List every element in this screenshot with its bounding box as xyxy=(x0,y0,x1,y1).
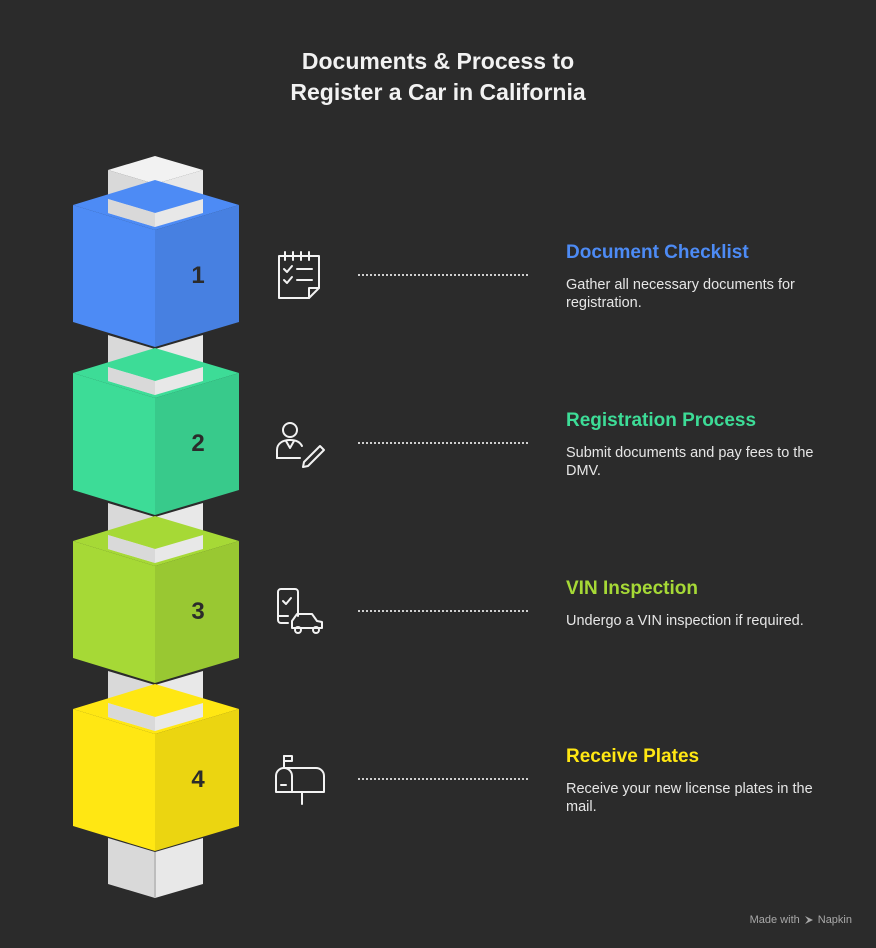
connector-3 xyxy=(358,610,528,612)
connector-4 xyxy=(358,778,528,780)
footer-credit: Made with Napkin xyxy=(750,914,852,926)
made-with-label: Made with xyxy=(749,914,800,926)
title-line-2: Register a Car in California xyxy=(290,79,586,105)
person-signing-icon xyxy=(276,422,325,468)
step-2-number: 2 xyxy=(191,430,205,457)
step-3-title: VIN Inspection xyxy=(566,578,698,599)
step-4-number: 4 xyxy=(191,766,205,793)
pillar-bottom-left xyxy=(108,838,155,898)
napkin-logo-icon xyxy=(804,916,813,924)
pillar-edge xyxy=(154,852,156,898)
page-title: Documents & Process to Register a Car in… xyxy=(0,46,876,108)
title-line-1: Documents & Process to xyxy=(301,48,575,74)
step-1-description: Gather all necessary documents for regis… xyxy=(566,277,795,311)
step-block-1 xyxy=(73,180,239,347)
step-block-3 xyxy=(73,516,239,683)
checklist-icon xyxy=(278,251,320,299)
mailbox-icon xyxy=(275,755,325,805)
phone-car-inspection-icon xyxy=(277,588,323,634)
step-2-title: Registration Process xyxy=(566,410,757,431)
step-3-description: Undergo a VIN inspection if required. xyxy=(566,613,804,629)
step-3-number: 3 xyxy=(191,598,205,625)
brand-label: Napkin xyxy=(817,914,852,926)
step-block-4 xyxy=(73,684,239,851)
step-4-title: Receive Plates xyxy=(566,746,700,767)
step-4-description: Receive your new license plates in the m… xyxy=(566,781,813,815)
step-2-description: Submit documents and pay fees to the DMV… xyxy=(566,445,814,479)
pillar-bottom-right xyxy=(155,838,203,898)
connector-1 xyxy=(358,274,528,276)
step-1-number: 1 xyxy=(191,262,205,289)
step-1-title: Document Checklist xyxy=(566,242,749,263)
step-block-2 xyxy=(73,348,239,515)
connector-2 xyxy=(358,442,528,444)
